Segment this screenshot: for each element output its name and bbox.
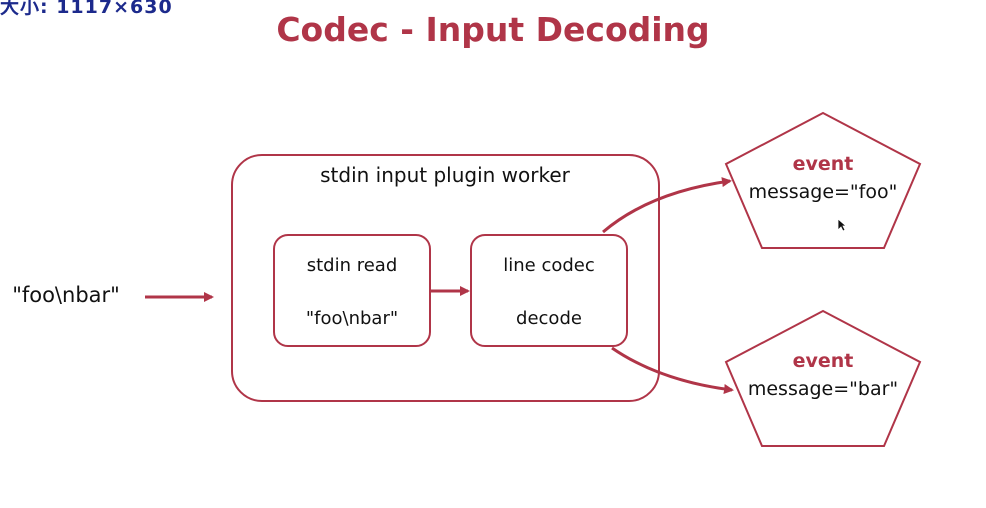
page-title: Codec - Input Decoding bbox=[276, 10, 710, 49]
codec-to-bar-arrow bbox=[611, 346, 734, 394]
line-codec-label: line codec bbox=[503, 255, 595, 276]
event-foo-message: message="foo" bbox=[748, 181, 898, 203]
stdin-read-label: stdin read bbox=[306, 255, 398, 276]
event-foo-pentagon bbox=[724, 111, 922, 249]
size-watermark: 大小: 1117×630 bbox=[0, 0, 173, 18]
input-string-label: "foo\nbar" bbox=[12, 283, 120, 307]
codec-to-foo-arrow bbox=[602, 177, 732, 234]
event-bar-title: event bbox=[792, 350, 854, 372]
decode-label: decode bbox=[516, 308, 582, 329]
mouse-cursor-icon bbox=[837, 218, 847, 232]
worker-container bbox=[231, 154, 660, 402]
line-codec-box bbox=[470, 234, 628, 347]
event-bar-message: message="bar" bbox=[747, 378, 899, 400]
stdin-read-value: "foo\nbar" bbox=[305, 308, 399, 329]
stdin-read-box bbox=[273, 234, 431, 347]
event-bar-pentagon bbox=[724, 309, 922, 447]
worker-title: stdin input plugin worker bbox=[320, 163, 570, 187]
event-foo-title: event bbox=[792, 153, 854, 175]
